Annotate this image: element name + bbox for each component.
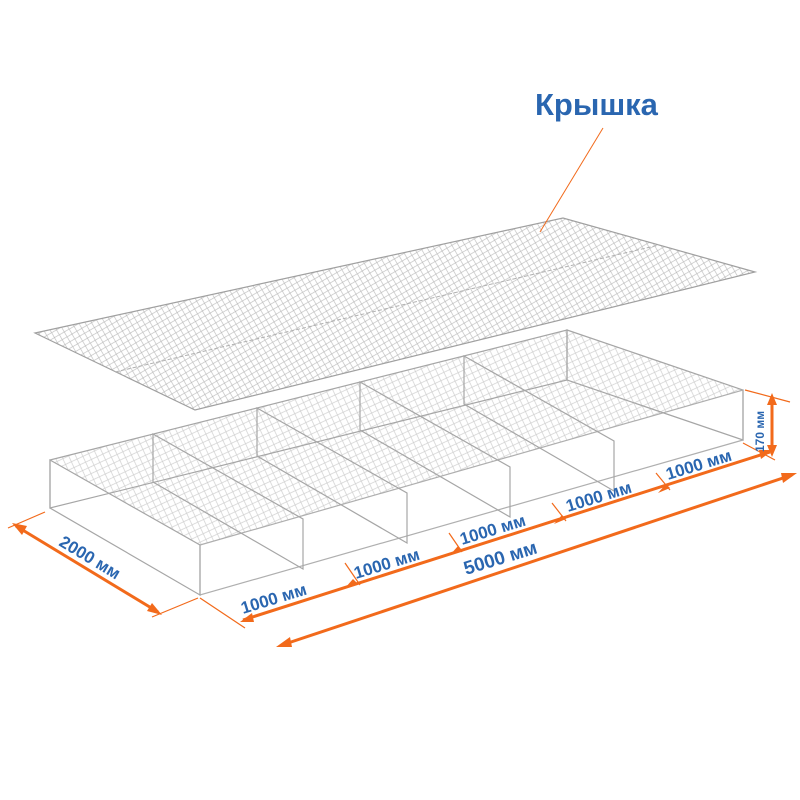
partition-1 <box>152 432 304 571</box>
box-floor <box>50 330 743 545</box>
section-1-label: 1000 мм <box>239 580 309 618</box>
lid-title-label: Крышка <box>535 87 659 122</box>
gabion-box <box>49 329 744 597</box>
section-dimension-line <box>199 442 776 629</box>
front-wall <box>199 389 744 596</box>
title-leader-line <box>539 127 604 233</box>
total-length-dimension <box>276 473 797 647</box>
partition-4 <box>463 354 615 493</box>
section-4-label: 1000 мм <box>564 478 634 516</box>
lid-mesh-panel <box>33 217 758 411</box>
partition-2 <box>256 406 408 545</box>
height-label: 170 мм <box>753 411 767 452</box>
section-5-label: 1000 мм <box>664 446 734 484</box>
section-2-label: 1000 мм <box>352 545 422 583</box>
partition-3 <box>359 380 511 519</box>
height-dimension <box>744 389 791 457</box>
